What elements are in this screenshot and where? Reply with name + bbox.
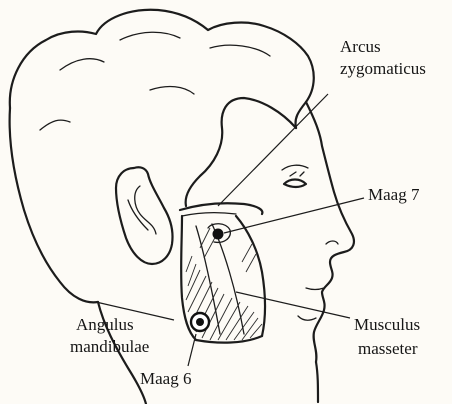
label-angulus-line1: Angulus [76,315,134,334]
hair-strand [120,32,180,40]
chin-fold [298,316,316,320]
ear [116,167,173,264]
hair-lower-left [10,108,98,302]
label-musculus-line2: masseter [358,339,418,358]
mandible-body [196,336,262,343]
hair-strand [60,59,104,70]
acupoint-maag6 [191,313,209,331]
eyebrow [282,165,308,170]
mouth [306,288,324,290]
hair-outline [10,10,314,128]
hairline [186,98,296,206]
hair-strand [150,87,194,94]
label-arcus-line1: Arcus [340,37,381,56]
ear-inner-fold [128,200,148,230]
label-maag7: Maag 7 [368,185,420,204]
leader-arcus [218,94,328,206]
label-maag6: Maag 6 [140,369,191,388]
label-angulus-line2: mandibulae [70,337,149,356]
hair-strand [210,45,270,56]
nostril [326,241,338,244]
eye-lash [290,172,304,176]
leader-maag6 [188,334,196,366]
face-profile [306,102,354,362]
zygomatic-arch-lower [182,213,236,216]
label-arcus-line2: zygomaticus [340,59,426,78]
neck-line [316,362,318,402]
label-musculus-line1: Musculus [354,315,420,334]
eye [284,180,306,188]
hair-strand [40,120,70,130]
leader-musculus [236,292,350,318]
